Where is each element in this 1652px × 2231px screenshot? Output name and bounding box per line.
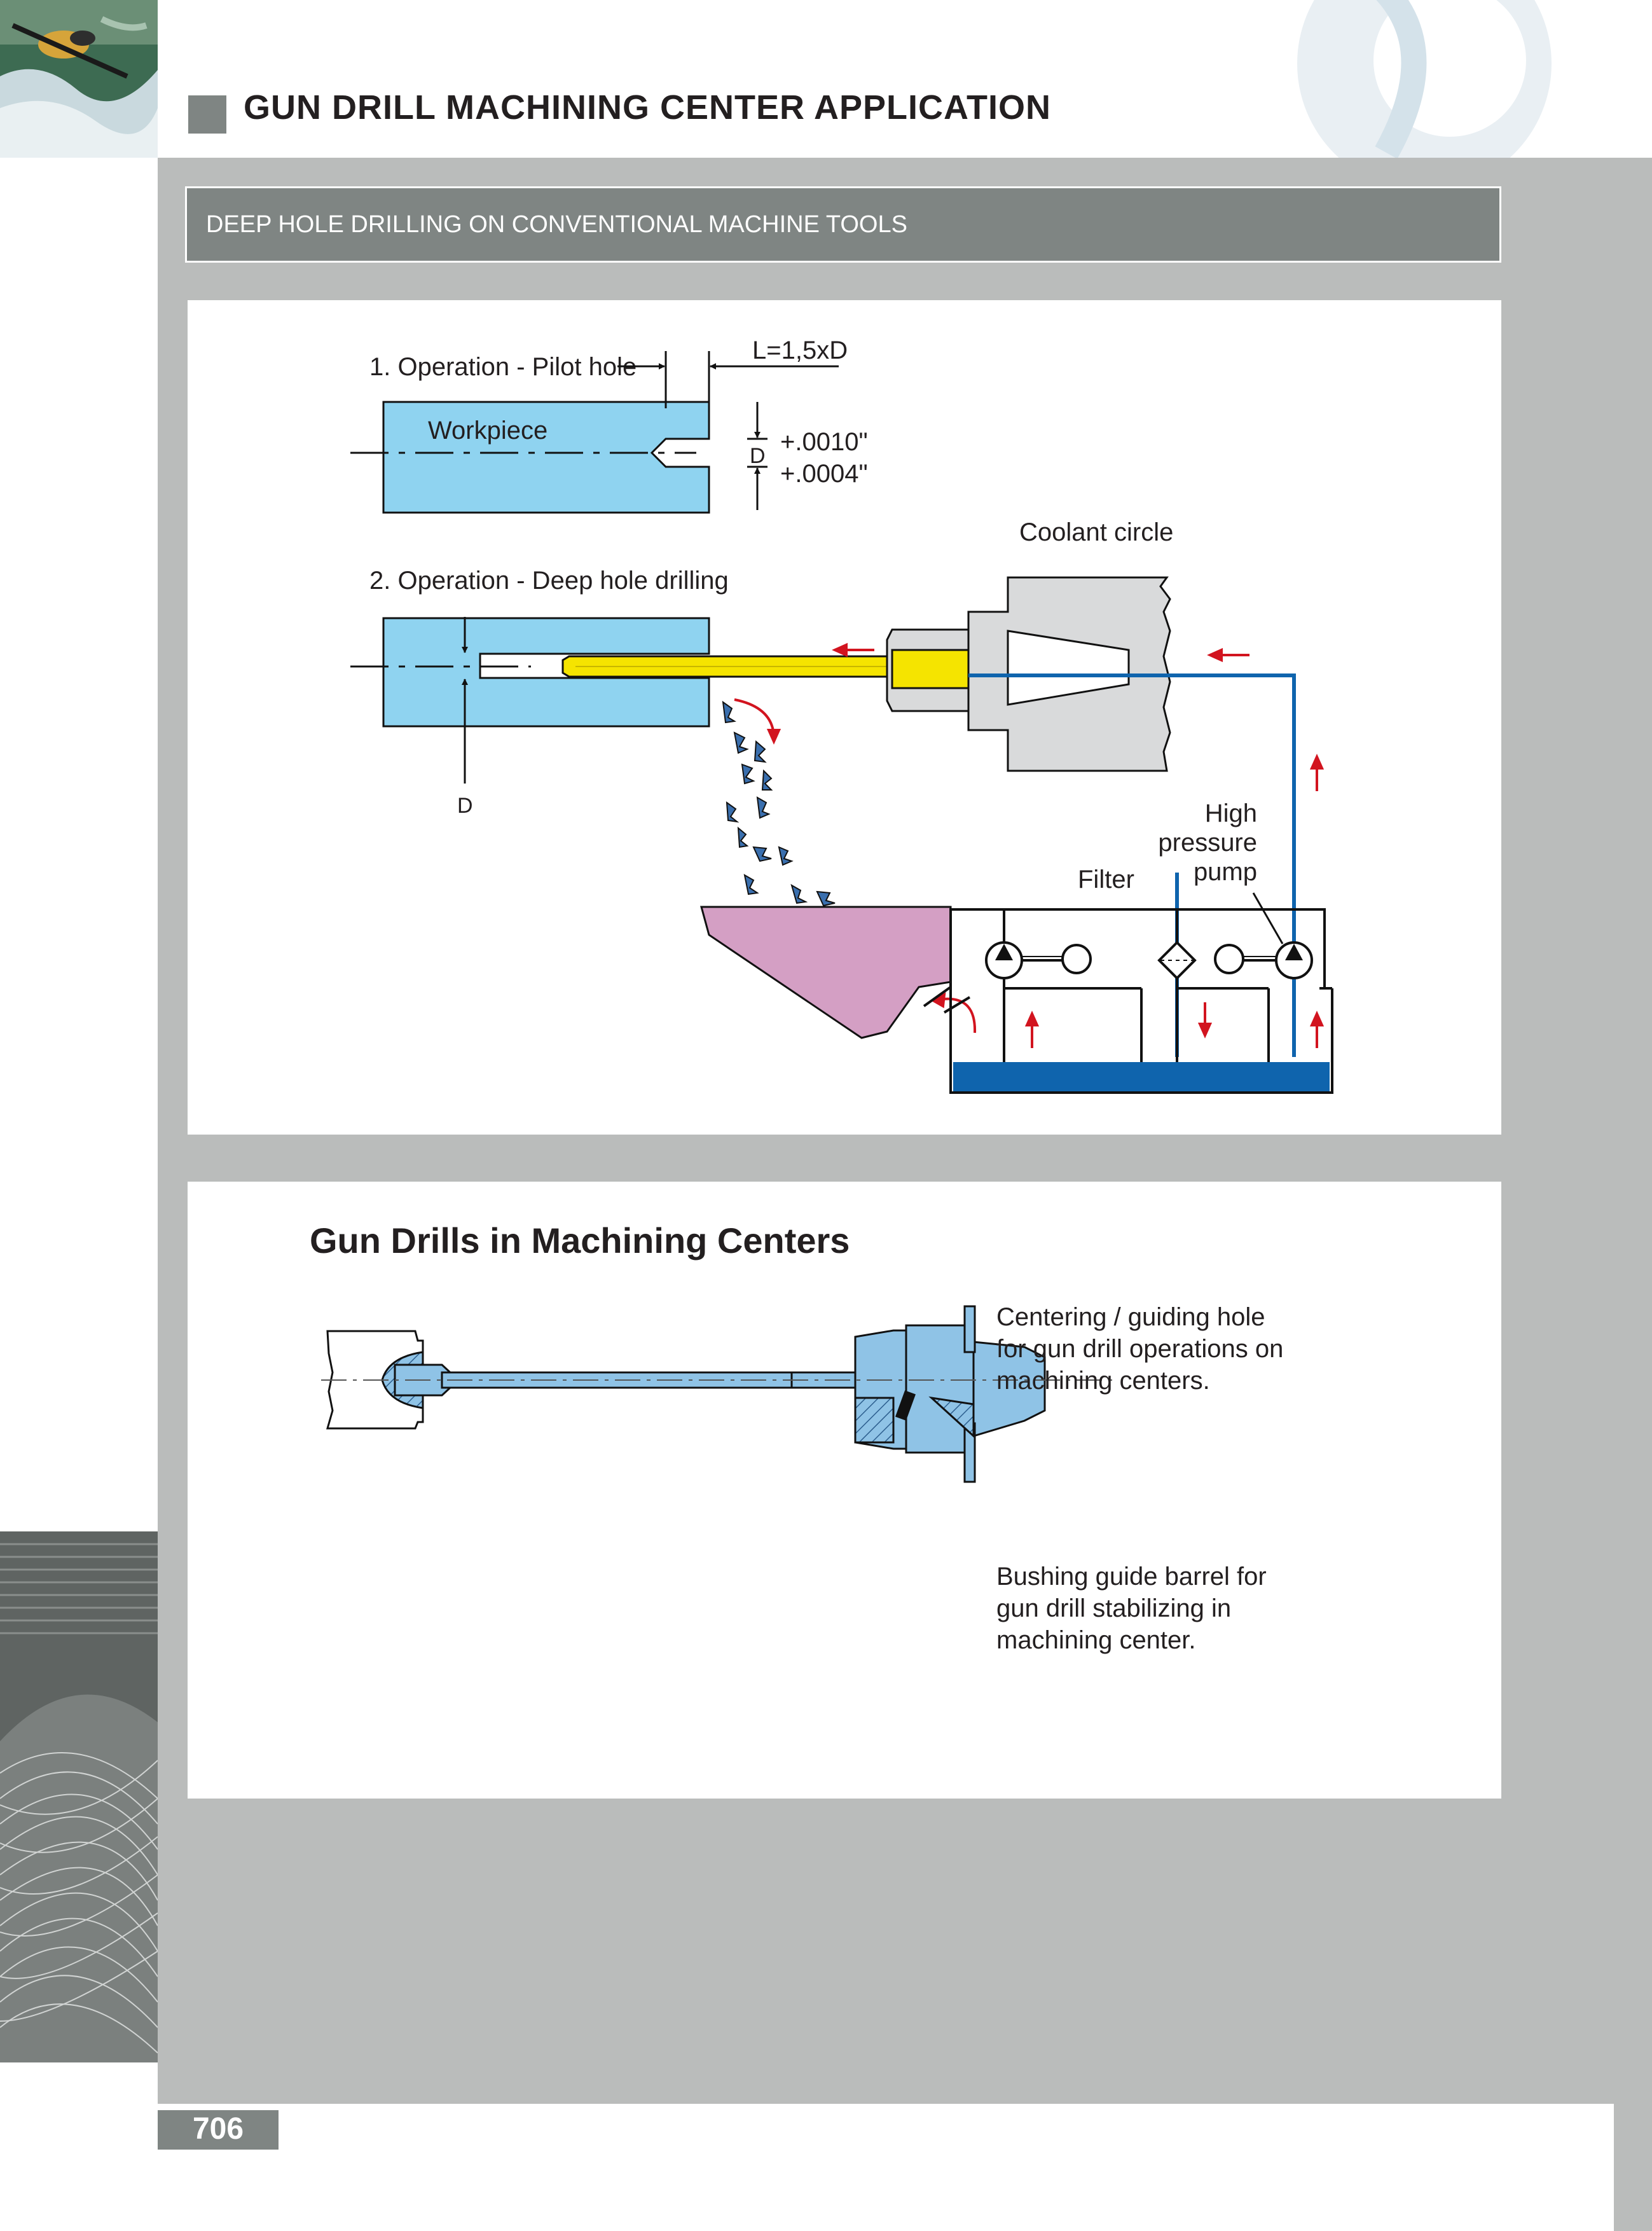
note1-line1: Centering / guiding hole [996, 1303, 1265, 1331]
note1-line3: machining centers. [996, 1367, 1210, 1395]
page-number: 706 [192, 2112, 244, 2146]
length-label: L=1,5xD [752, 336, 848, 364]
corner-logo-art [1291, 0, 1583, 158]
coolant-reservoir [953, 1062, 1330, 1091]
gun-drill-illustrations [321, 1305, 1116, 1483]
op1-label: 1. Operation - Pilot hole [369, 353, 637, 381]
page-title: GUN DRILL MACHINING CENTER APPLICATION [244, 88, 1051, 127]
page-number-badge [158, 2110, 279, 2150]
panel2-title: Gun Drills in Machining Centers [310, 1220, 850, 1261]
gun-drills-machining-centers-panel: Gun Drills in Machining Centers [188, 1182, 1501, 1799]
high-pressure-pump [1214, 892, 1313, 979]
tolerance-minus: +.0004" [780, 460, 868, 488]
filter-symbol [1157, 909, 1197, 988]
note2-line2: gun drill stabilizing in [996, 1594, 1232, 1622]
pump-label-line3: pump [1194, 858, 1257, 886]
deep-hole-drilling-diagram: 1. Operation - Pilot hole Workpiece L=1,… [350, 336, 1333, 1094]
centering-hole-illustration [321, 1305, 1116, 1483]
coolant-line [968, 673, 1296, 1057]
note-bushing-guide: Bushing guide barrel for gun drill stabi… [996, 1561, 1267, 1656]
note1-line2: for gun drill operations on [996, 1335, 1284, 1363]
d-label: D [750, 444, 766, 468]
decorative-wave-pattern [0, 1531, 158, 2062]
workpiece-label: Workpiece [428, 417, 547, 445]
note2-line1: Bushing guide barrel for [996, 1563, 1267, 1591]
title-marker [188, 95, 226, 134]
note2-line3: machining center. [996, 1626, 1196, 1654]
tolerance-plus: +.0010" [780, 428, 868, 456]
section-header-bar: DEEP HOLE DRILLING ON CONVENTIONAL MACHI… [185, 186, 1501, 263]
deep-hole-drilling-panel: 1. Operation - Pilot hole Workpiece L=1,… [188, 300, 1501, 1135]
pump-label-line2: pressure [1158, 829, 1257, 857]
coolant-tank [949, 988, 1333, 1094]
note-centering-hole: Centering / guiding hole for gun drill o… [996, 1301, 1283, 1397]
right-margin-background [1614, 158, 1652, 2231]
pilot-workpiece [382, 401, 710, 514]
op2-label: 2. Operation - Deep hole drilling [369, 567, 729, 595]
coolant-tank-top [949, 908, 1326, 988]
d2-label: D [457, 794, 473, 818]
coolant-label: Coolant circle [1019, 518, 1173, 546]
transfer-pump [985, 909, 1092, 988]
pump-label-line1: High [1205, 799, 1257, 827]
filter-label: Filter [1078, 866, 1134, 894]
chip-tray [700, 906, 952, 1039]
section-title: DEEP HOLE DRILLING ON CONVENTIONAL MACHI… [206, 211, 907, 238]
metal-chips [722, 700, 857, 930]
flow-arrows [734, 642, 1325, 1048]
corner-photo [0, 0, 158, 158]
